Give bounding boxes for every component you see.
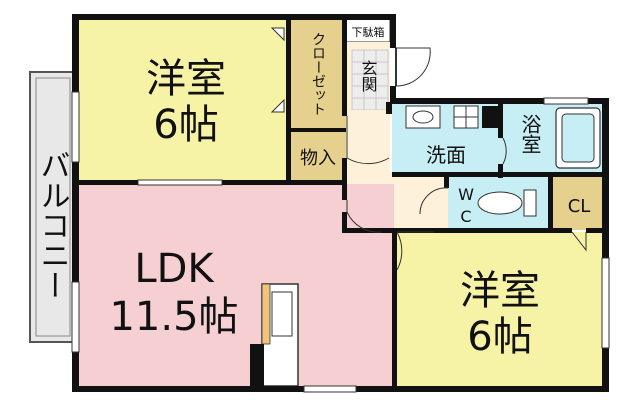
storage-label: 物入 xyxy=(300,148,336,169)
closet-label: クローゼット xyxy=(310,32,326,116)
closet xyxy=(290,18,346,130)
western-room-2-name: 洋室 xyxy=(460,268,540,314)
toilet-label-c: C xyxy=(460,207,471,226)
ldk xyxy=(78,184,394,388)
shoe-box-label: 下駄箱 xyxy=(352,25,385,39)
washbasin-icon xyxy=(405,105,441,129)
western-room-1 xyxy=(78,18,290,184)
kitchen-counter xyxy=(250,283,299,388)
western-room-1-size: 6帖 xyxy=(153,102,218,148)
storage xyxy=(290,130,346,180)
entrance-label: 玄関 xyxy=(359,60,378,93)
balcony xyxy=(29,71,77,343)
western-room-2 xyxy=(394,232,606,388)
washroom-label: 洗面 xyxy=(426,143,466,167)
cl-closet xyxy=(552,176,606,230)
western-room-1-name: 洋室 xyxy=(146,56,226,102)
bathtub-icon xyxy=(555,107,601,169)
ldk-size: 11.5帖 xyxy=(109,294,238,340)
washing-machine-icon xyxy=(453,105,498,129)
cl-label: CL xyxy=(568,196,591,217)
western-room-2-size: 6帖 xyxy=(467,314,532,360)
windows xyxy=(71,91,610,393)
closet-markers xyxy=(270,27,285,113)
toilet-icon xyxy=(477,189,537,217)
balcony-label: バルコニー xyxy=(35,150,70,300)
doors xyxy=(346,47,587,271)
ldk-name: LDK xyxy=(134,246,215,292)
hallway-lower xyxy=(390,172,448,230)
bathroom-label: 浴室 xyxy=(518,114,542,154)
toilet-label-w: W xyxy=(458,185,474,204)
